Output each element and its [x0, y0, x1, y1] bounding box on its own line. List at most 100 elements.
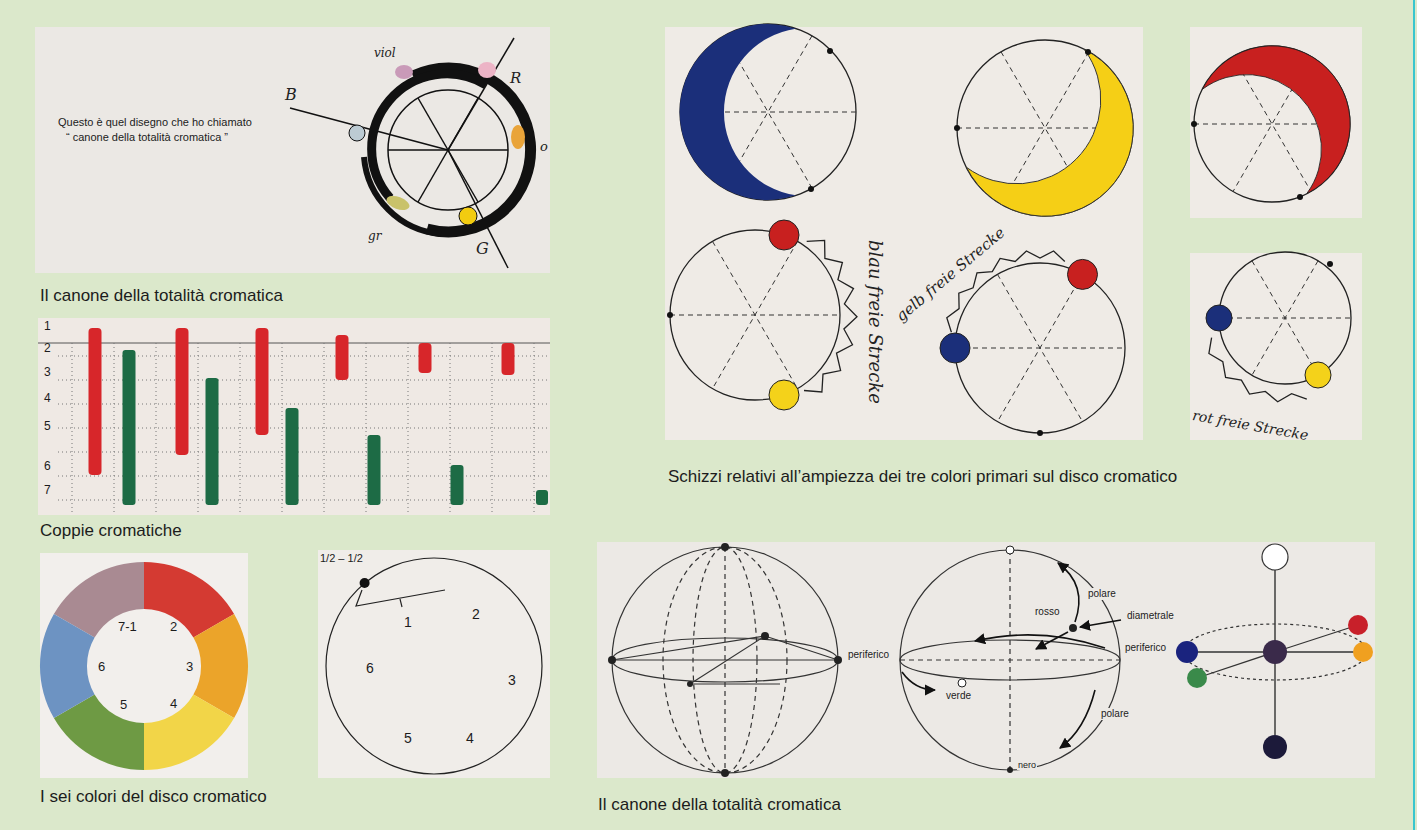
color-pairs-chart-part — [123, 350, 549, 505]
sphere-diagrams-part — [1263, 735, 1287, 759]
color-pairs-chart-part-part — [206, 378, 219, 505]
sphere-diagrams-part-part — [608, 656, 616, 664]
color-pairs-chart — [38, 318, 550, 515]
color-pairs-chart-part-part — [450, 343, 451, 515]
sphere-diagrams-part-part — [834, 656, 842, 664]
caption: Il canone della totalità cromatica — [598, 795, 841, 815]
fraction-label: 1/2 – 1/2 — [320, 552, 363, 565]
sphere-diagrams-part — [1007, 767, 1013, 773]
row-number: 6 — [44, 460, 51, 474]
axis-label: verde — [945, 690, 972, 702]
sphere-diagrams-part — [1353, 642, 1373, 662]
axis-label: polare — [1087, 588, 1117, 600]
canon-sketch-part-part — [418, 98, 478, 202]
red-sketch-part — [1200, 14, 1383, 197]
sphere-diagrams-part — [597, 542, 1375, 778]
primary-sketches-part — [963, 46, 1170, 253]
red-free-sketch-part — [1209, 338, 1307, 402]
color-mark: viol — [374, 47, 396, 61]
color-pairs-chart-part-part — [536, 490, 548, 505]
disc-sketch-part — [326, 558, 542, 774]
color-pairs-chart-part-part — [408, 343, 409, 515]
canon-sketch — [35, 27, 550, 273]
sphere-diagrams-part — [900, 550, 1120, 770]
sphere-diagrams-part — [1176, 641, 1198, 663]
primary-sketches-part — [769, 380, 799, 410]
note-text: “ canone della totalità cromatica ” — [66, 131, 228, 144]
sphere-diagrams-part-part — [1060, 690, 1095, 748]
sphere-diagrams-part — [902, 563, 1121, 748]
red-sketch-part — [1297, 194, 1303, 200]
red-free-sketch-part — [1327, 261, 1333, 267]
sphere-diagrams-part-part — [900, 550, 1120, 770]
color-wheel — [40, 553, 248, 778]
primary-sketches-part — [940, 333, 970, 363]
sphere-diagrams-part-part — [612, 659, 838, 660]
color-wheel-part — [40, 614, 95, 718]
caption: Il canone della totalità cromatica — [40, 286, 283, 306]
axis-label: diametrale — [1126, 610, 1175, 622]
sphere-diagrams-part-part — [690, 683, 780, 684]
primary-sketches-part — [667, 312, 673, 318]
sphere-diagrams — [597, 542, 1375, 778]
primary-sketches-part — [680, 24, 796, 200]
sphere-diagrams-part-part — [690, 636, 765, 684]
sphere-diagrams-part-part — [765, 636, 838, 660]
red-free-sketch-part — [1305, 362, 1331, 388]
primary-sketches-part — [808, 186, 814, 192]
color-pairs-chart-part — [58, 343, 550, 515]
sphere-diagrams-part-part — [721, 769, 729, 777]
sector-number: 5 — [120, 698, 127, 713]
row-number: 1 — [44, 320, 51, 334]
row-number: 3 — [44, 366, 51, 380]
sphere-diagrams-part-part — [1058, 563, 1079, 622]
color-pairs-chart-part-part — [240, 343, 241, 515]
color-pairs-chart-part-part — [89, 328, 102, 475]
sphere-diagrams-part — [1006, 546, 1014, 554]
canon-sketch-part — [35, 27, 550, 273]
sphere-diagrams-part-part — [761, 632, 769, 640]
canon-sketch-part — [511, 125, 525, 149]
color-mark: gr — [368, 230, 381, 244]
color-pairs-chart-part-part — [176, 328, 189, 455]
sector-number: 6 — [98, 660, 105, 675]
primary-sketches-part — [769, 220, 799, 250]
sphere-diagrams-part-part — [721, 543, 729, 551]
color-pairs-chart-part-part — [286, 408, 299, 505]
primary-sketches-part-part — [680, 24, 856, 200]
canon-sketch-part — [349, 125, 365, 141]
color-pairs-chart-part-part — [123, 350, 136, 505]
color-pairs-chart-part — [89, 328, 515, 475]
primary-sketches-part-part — [955, 274, 1125, 421]
sector-number: 3 — [508, 672, 516, 688]
primary-sketches-part-part — [670, 241, 840, 388]
sphere-diagrams-part — [1263, 640, 1287, 664]
color-wheel-part — [144, 695, 234, 771]
red-sketch-part — [1191, 121, 1197, 127]
disc-sketch — [318, 550, 550, 778]
caption: Coppie cromatiche — [40, 521, 182, 541]
disc-sketch-part — [400, 599, 402, 607]
canon-sketch-part-part — [388, 90, 508, 210]
color-pairs-chart-part-part — [492, 343, 493, 515]
red-free-sketch-part — [1219, 252, 1351, 384]
row-number: 2 — [44, 342, 51, 356]
color-pairs-chart-part-part — [198, 343, 199, 515]
primary-sketches-part — [827, 48, 833, 54]
primary-sketches-part — [1037, 430, 1043, 436]
primary-sketches-part — [954, 125, 960, 131]
axis-label: periferico — [847, 649, 890, 661]
sphere-diagrams-part — [1275, 625, 1358, 652]
axis-label: nero — [1017, 760, 1037, 770]
color-pairs-chart-part-part — [502, 343, 515, 375]
primary-sketches-part — [665, 27, 1143, 440]
color-mark: G — [476, 240, 489, 258]
primary-sketches — [665, 24, 1170, 440]
red-sketch — [1190, 14, 1382, 218]
color-pairs-chart-part-part — [114, 343, 115, 515]
sphere-diagrams-part — [1262, 544, 1288, 570]
color-pairs-chart-part-part — [368, 435, 381, 505]
primary-sketches-part — [1085, 49, 1091, 55]
sector-number: 5 — [404, 730, 412, 746]
